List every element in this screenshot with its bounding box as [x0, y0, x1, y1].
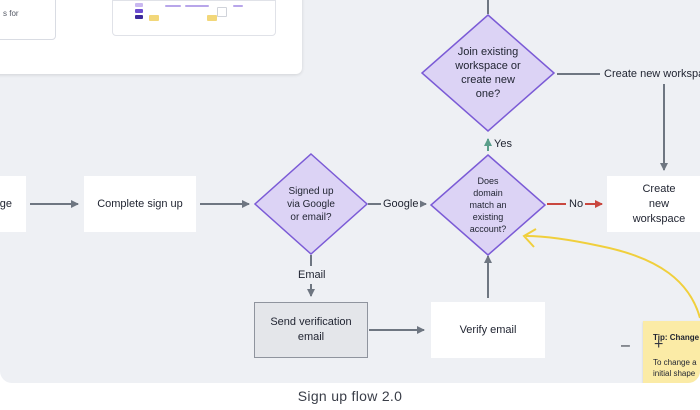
- board-caption: Sign up flow 2.0: [297, 388, 403, 404]
- thumb-shape: [135, 3, 143, 7]
- edge-label-create-new-workspace[interactable]: Create new workspace: [602, 67, 700, 81]
- node-create-new-workspace-label: Create new workspace: [632, 182, 686, 225]
- node-verify-email-label: Verify email: [459, 323, 517, 336]
- zoom-in-button[interactable]: +: [654, 336, 664, 353]
- connector-layer: [30, 0, 700, 334]
- node-create-new-workspace[interactable]: Create new workspace: [607, 176, 700, 232]
- tip-body-line: initial shape: [653, 369, 696, 378]
- tip-title: Tip: Change: [653, 333, 700, 342]
- tip-body-line: To change a: [653, 358, 697, 367]
- decision-domain-match[interactable]: Does domain match an existing account?: [430, 154, 546, 256]
- nested-card-text: s for: [3, 9, 19, 18]
- thumb-shape: [217, 7, 227, 17]
- whiteboard-canvas[interactable]: s for: [0, 0, 700, 383]
- thumb-sticky: [207, 15, 217, 21]
- node-complete-sign-up[interactable]: Complete sign up: [84, 176, 196, 232]
- node-send-verification[interactable]: Send verification email: [254, 302, 368, 358]
- thumb-line: [165, 5, 181, 7]
- diamond-shape: [421, 14, 555, 132]
- diamond-shape: [430, 154, 546, 256]
- edge-label-email[interactable]: Email: [296, 268, 328, 282]
- thumb-shape: [135, 15, 143, 19]
- thumb-line: [185, 5, 209, 7]
- tip-sticky-note[interactable]: Tip: Change To change a initial shape: [643, 321, 700, 383]
- tip-body: To change a initial shape: [653, 357, 697, 379]
- edge-label-google[interactable]: Google: [381, 197, 421, 211]
- diamond-shape: [254, 153, 368, 255]
- decision-join-existing[interactable]: Join existing workspace or create new on…: [421, 14, 555, 132]
- thumb-sticky: [149, 15, 159, 21]
- edge-label-yes[interactable]: Yes: [492, 137, 514, 151]
- decision-signed-up-via[interactable]: Signed up via Google or email?: [254, 153, 368, 255]
- hand-drawn-arrow: [525, 235, 700, 319]
- node-complete-sign-up-label: Complete sign up: [97, 197, 183, 210]
- decision-signed-up-via-label: Signed up via Google or email?: [287, 185, 335, 223]
- node-left-stub-label: ge: [0, 197, 12, 210]
- thumb-line: [233, 5, 243, 7]
- thumb-shape: [135, 9, 143, 13]
- decision-join-existing-label: Join existing workspace or create new on…: [455, 46, 521, 100]
- decision-domain-match-label: Does domain match an existing account?: [469, 176, 507, 234]
- node-verify-email[interactable]: Verify email: [431, 302, 545, 358]
- node-left-stub[interactable]: ge: [0, 176, 26, 232]
- nested-card[interactable]: s for: [0, 0, 56, 40]
- hand-drawn-arrowhead: [522, 228, 537, 248]
- board-thumbnail[interactable]: [112, 0, 276, 36]
- zoom-out-button[interactable]: –: [621, 337, 630, 354]
- edge-label-no[interactable]: No: [567, 197, 586, 211]
- node-send-verification-label: Send verification email: [270, 316, 352, 343]
